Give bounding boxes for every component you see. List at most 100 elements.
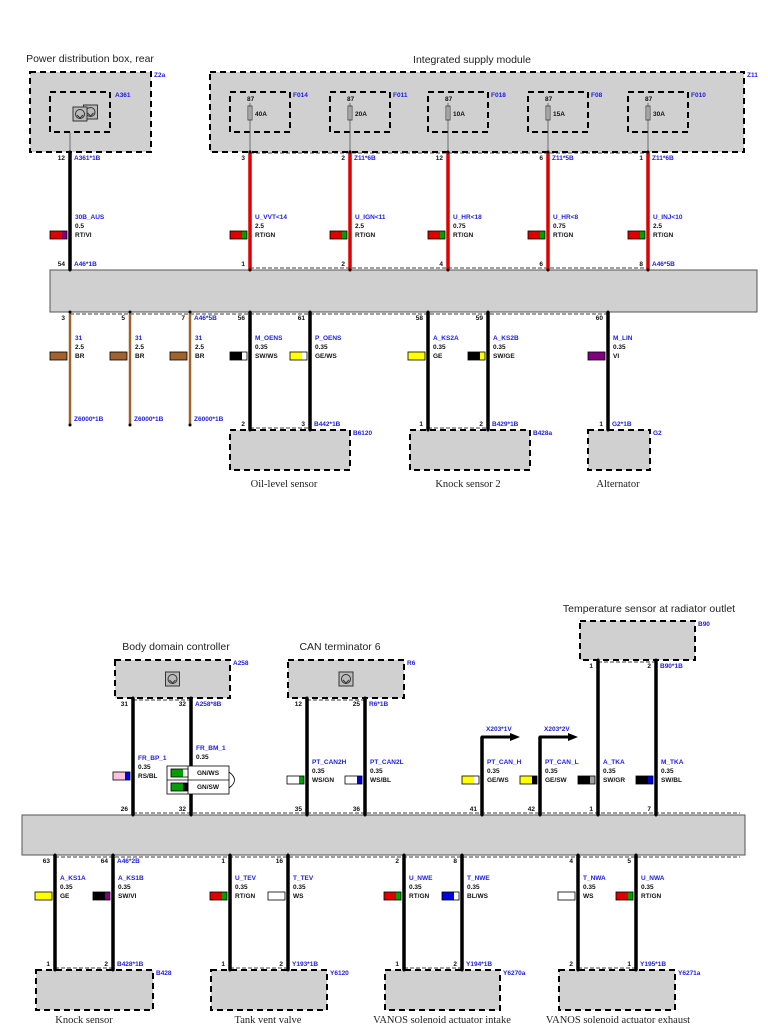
wire-31[interactable] [109,310,132,427]
wire-size: 0.5 [75,223,84,230]
fuse-rating: 15A [553,111,565,118]
component-title: VANOS solenoid actuator exhaust [546,1015,690,1024]
wire-signal: T_NWA [583,875,606,882]
wire-signal: U_NWA [641,875,665,882]
wire-pt-can2l[interactable] [344,696,367,817]
wire-signal: 31 [135,335,143,342]
wire-a-ks2b[interactable] [467,310,490,432]
wire-color-code: RS/BL [138,773,158,780]
wire-30b-aus[interactable] [49,150,72,272]
connector-bottom: A46*1B [74,261,97,268]
component-b6120[interactable] [229,429,351,471]
component-y6120[interactable] [210,969,328,1011]
wire-u-inj-10[interactable] [627,150,650,272]
pin-bottom: 1 [627,961,631,968]
wire-color-code: RT/GN [641,893,662,900]
pin-top: 12 [58,155,66,162]
component-ref: B428 [156,970,172,977]
wire-u-hr-18[interactable] [427,150,450,272]
wire-u-tev[interactable] [209,853,232,972]
wire-size: 0.35 [661,768,674,775]
component-b428a[interactable] [409,429,531,471]
wire-u-hr-8[interactable] [527,150,550,272]
wire-signal: 31 [195,335,203,342]
connector-bottom: Y194*1B [466,961,492,968]
wire-pt-can-h[interactable] [461,733,520,817]
component-a361[interactable] [49,91,111,133]
pin-top: 60 [596,315,604,322]
pin-top: 31 [121,701,129,708]
pin-bottom: 1 [46,961,50,968]
wire-a-ks1b[interactable] [92,853,115,972]
pin-top: 16 [276,858,284,865]
fuse-pin: 87 [247,96,255,103]
control-unit-icon [72,106,88,122]
wire-color-code: GE [60,893,70,900]
wire-color-code: RT/GN [553,232,574,239]
wire-t-nwa[interactable] [557,853,580,972]
wire-pt-can2h[interactable] [286,696,309,817]
wire-signal: U_NWE [409,875,433,882]
component-title: Power distribution box, rear [26,53,154,65]
fuse-f08[interactable] [527,91,589,133]
wire-t-tev[interactable] [267,853,290,972]
connector-bottom: Y195*1B [640,961,666,968]
pin-top: 1 [221,858,225,865]
fuse-f010[interactable] [627,91,689,133]
wire-a-ks1a[interactable] [34,853,57,972]
wire-signal: A_KS2B [493,335,519,342]
wire-signal: PT_CAN_H [487,759,522,766]
component-g2[interactable] [587,429,651,471]
wire-pt-can-l[interactable] [519,733,578,817]
component-z11[interactable] [209,71,745,153]
wire-size: 0.35 [641,884,654,891]
wire-fr-bp-1[interactable] [112,696,135,817]
connector-bottom: B429*1B [492,421,519,428]
component-ref: Y6271a [678,970,701,977]
pin-top: 58 [416,315,424,322]
component-b90[interactable] [579,620,696,661]
component-b428[interactable] [35,969,154,1011]
wire-m-tka[interactable] [635,658,658,817]
pin-top: 59 [476,315,484,322]
component-title: VANOS solenoid actuator intake [373,1015,511,1024]
wire-t-nwe[interactable] [441,853,464,972]
wire-color-code: WS/GN [312,777,334,784]
connector-bottom: A46*5B [652,261,675,268]
pin-bottom: 41 [470,806,478,813]
wire-p-oens[interactable] [289,310,312,432]
fuse-pin: 87 [645,96,653,103]
pin-bottom: 2 [341,261,345,268]
wire-31[interactable] [169,310,192,427]
component-title: Oil-level sensor [251,479,318,490]
wire-u-nwe[interactable] [383,853,406,972]
fuse-f011[interactable] [329,91,391,133]
pin-top: 2 [341,155,345,162]
wire-signal: A_TKA [603,759,625,766]
connector-a46-bar [21,814,746,856]
fuse-f014[interactable] [229,91,291,133]
component-y6271a[interactable] [558,969,676,1011]
wire-31[interactable] [49,310,72,427]
wire-color-code: SW/WS [255,353,278,360]
component-ref: A258 [233,660,249,667]
wire-a-ks2a[interactable] [407,310,430,432]
component-y6270a[interactable] [384,969,501,1011]
wire-signal: A_KS1B [118,875,144,882]
pin-bottom: 54 [58,261,66,268]
wire-m-lin[interactable] [587,310,610,432]
wire-a-tka[interactable] [577,658,600,817]
wire-m-oens[interactable] [229,310,252,432]
pin-bottom: 2 [453,961,457,968]
fuse-f018[interactable] [427,91,489,133]
wire-size: 0.35 [118,884,131,891]
wire-u-nwa[interactable] [615,853,638,972]
wire-color-code: RT/GN [255,232,276,239]
connector-bottom: Z6000*1B [194,416,224,423]
wire-u-vvt-14[interactable] [229,150,252,272]
wire-u-ign-11[interactable] [329,150,352,272]
wire-size: 0.35 [196,754,209,761]
fuse-ref: F018 [491,92,506,99]
wire-fr-bm-1[interactable] [189,696,193,817]
